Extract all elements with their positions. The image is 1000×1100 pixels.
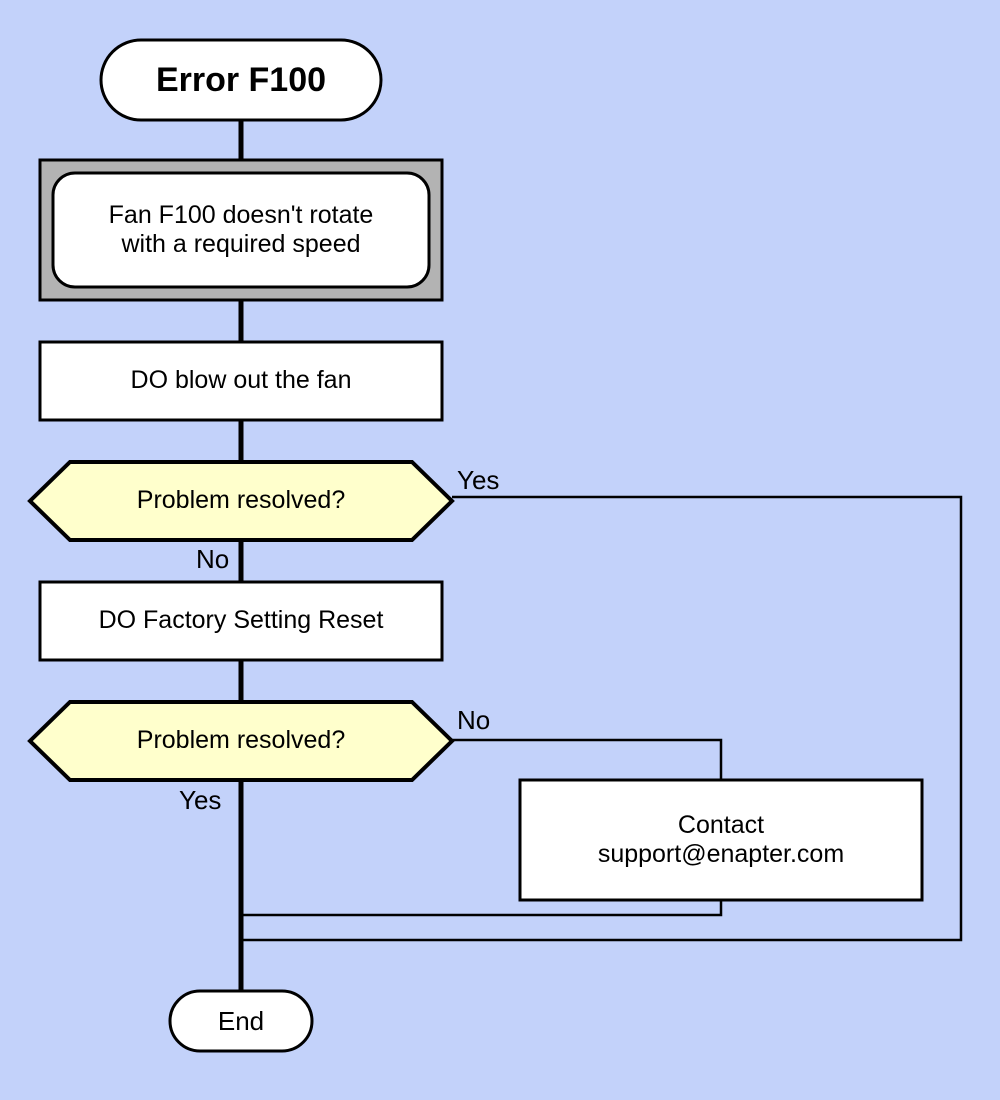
node-contact-shape[interactable] <box>518 778 924 902</box>
connector-contact-return <box>241 900 723 917</box>
edge-label-decision1-yes: Yes <box>457 465 500 495</box>
node-factoryreset-shape[interactable] <box>38 580 444 662</box>
node-blowfan-shape[interactable] <box>38 340 444 422</box>
edge-label-decision2-no: No <box>457 705 491 735</box>
node-symptom-shape[interactable] <box>51 171 431 289</box>
edge-label-decision1-no: No <box>196 544 230 574</box>
node-decision2-shape[interactable] <box>27 700 455 782</box>
edge-label-decision2-yes: Yes <box>179 785 222 815</box>
node-start-shape[interactable] <box>99 38 383 122</box>
connector-decision2-no-to-contact <box>452 738 723 780</box>
node-decision1-shape[interactable] <box>27 460 455 542</box>
node-end-shape[interactable] <box>168 989 314 1053</box>
connector-decision1-yes-return <box>241 495 963 942</box>
